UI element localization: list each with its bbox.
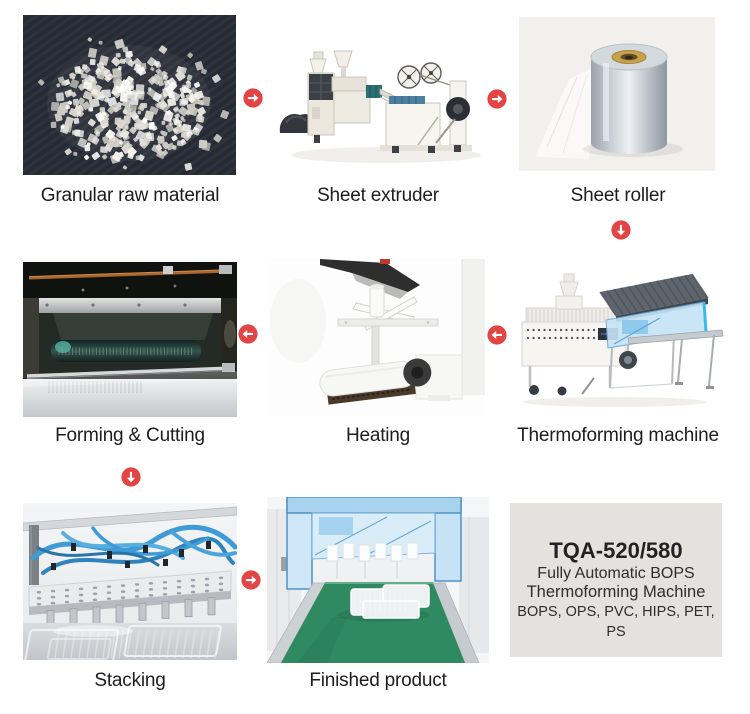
product-desc-line1: Fully Automatic BOPS [537,565,695,582]
step-label-thermoforming-machine: Thermoforming machine [517,425,719,446]
forming-cutting-photo [23,262,237,417]
arrow-down-icon [611,220,631,240]
arrow-down-icon [121,467,141,487]
arrow-left-icon [238,324,258,344]
granular-raw-material-photo [23,15,236,175]
product-materials: BOPS, OPS, PVC, HIPS, PET, PS [517,604,715,640]
step-label-finished-product: Finished product [309,670,447,691]
step-label-sheet-roller: Sheet roller [570,185,666,206]
product-info-box: TQA-520/580 Fully Automatic BOPS Thermof… [510,503,722,657]
step-label-stacking: Stacking [94,670,166,691]
product-model: TQA-520/580 [549,538,683,563]
thermoforming-machine-photo [510,260,725,418]
step-label-forming-cutting: Forming & Cutting [55,425,205,446]
finished-product-photo [267,497,489,663]
sheet-roller-photo [519,17,715,171]
arrow-left-icon [487,325,507,345]
product-desc-line2: Thermoforming Machine [526,583,706,601]
step-label-heating: Heating [345,425,411,446]
step-label-sheet-extruder: Sheet extruder [317,185,439,206]
step-label-granular-raw-material: Granular raw material [40,185,220,206]
arrow-right-icon [241,570,261,590]
arrow-right-icon [243,88,263,108]
stacking-photo [23,503,237,660]
arrow-right-icon [487,89,507,109]
heating-photo [268,259,485,416]
sheet-extruder-photo [268,15,489,175]
